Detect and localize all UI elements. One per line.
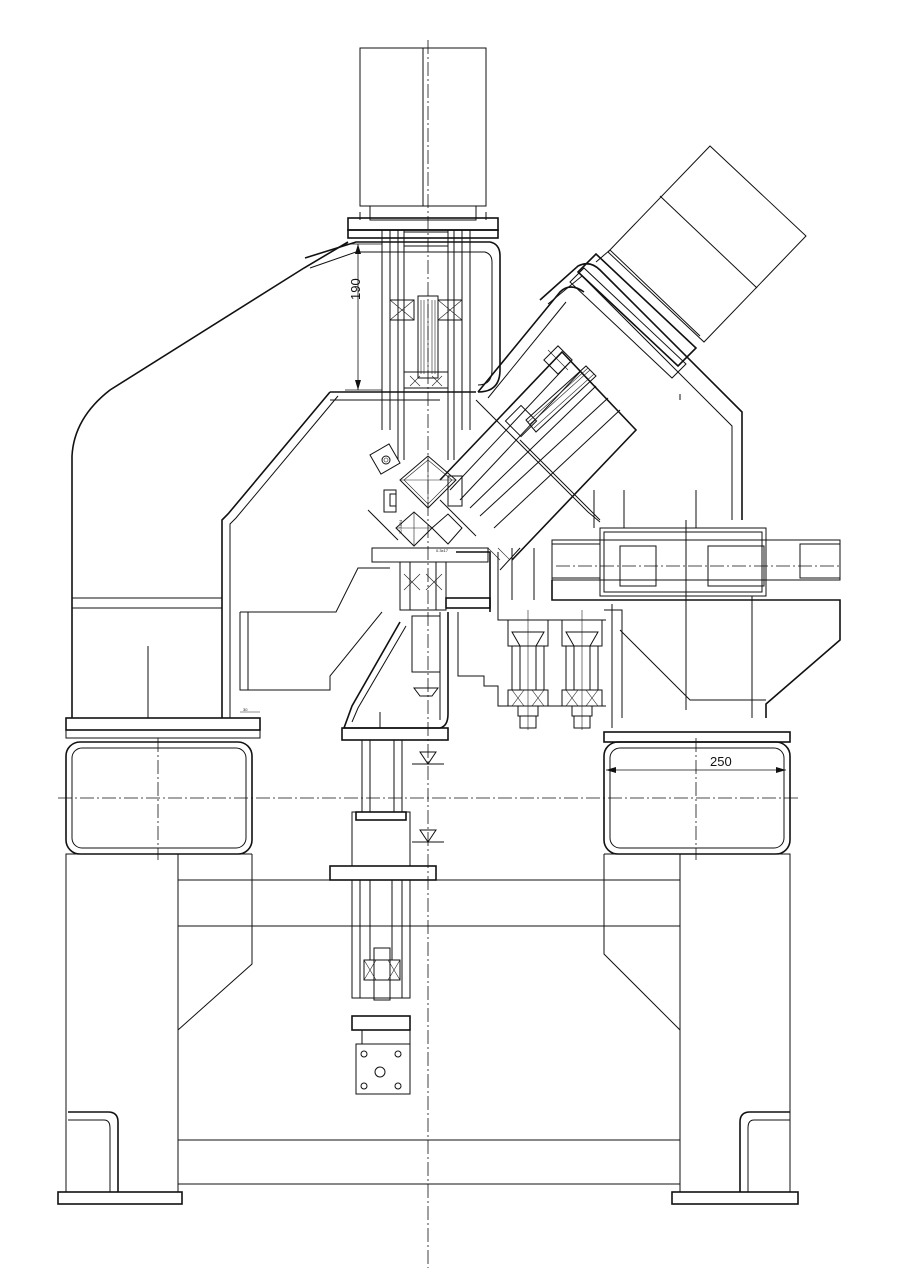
- bottom-frame: [57, 853, 799, 1205]
- dimension-250: 250: [606, 754, 786, 773]
- left-tube-section: [65, 738, 253, 860]
- dimension-190-label: 190: [348, 278, 363, 300]
- dimension-small-30: 30: [243, 707, 248, 712]
- top-motor: [347, 47, 499, 239]
- right-cylinder: [551, 490, 841, 728]
- left-frame: 30: [65, 241, 501, 739]
- angled-motor: [439, 145, 807, 561]
- dimension-250-label: 250: [710, 754, 732, 769]
- right-tube-section: [603, 738, 791, 860]
- note-small-a: 20.5x24: [398, 519, 403, 534]
- middle-brackets: [456, 547, 606, 730]
- gear-housing: 20.5x24 0.3x17: [367, 443, 511, 563]
- central-spindle: [381, 230, 471, 460]
- note-small-b: 0.3x17: [436, 548, 449, 553]
- lower-central-spindle: [329, 561, 491, 1095]
- right-base-plate: [603, 731, 791, 743]
- dimension-190: 190: [345, 243, 382, 391]
